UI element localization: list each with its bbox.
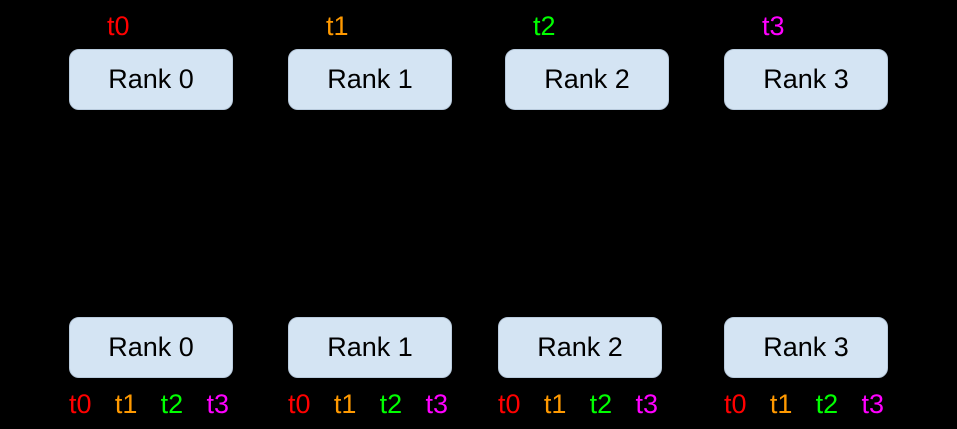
rank-box-label: Rank 2 [537, 332, 623, 362]
thread-label-t1: t1 [769, 389, 793, 419]
rank-box-bottom-1: Rank 1 [288, 317, 452, 378]
rank-box-top-0: Rank 0 [69, 49, 233, 110]
thread-label-t0: t0 [69, 389, 92, 419]
thread-label-t0: t0 [724, 389, 747, 419]
thread-label-t1: t1 [333, 389, 357, 419]
thread-label-t3: t3 [861, 389, 884, 419]
rank-box-bottom-2: Rank 2 [498, 317, 662, 378]
rank-box-label: Rank 2 [544, 64, 630, 94]
thread-row-rank0: t0 t1 t2 t3 [69, 391, 229, 418]
thread-label-t2: t2 [379, 389, 403, 419]
thread-label-t3: t3 [635, 389, 658, 419]
thread-label-t2: t2 [589, 389, 613, 419]
thread-label-t3: t3 [425, 389, 448, 419]
rank-box-label: Rank 0 [108, 64, 194, 94]
thread-label-t2: t2 [815, 389, 839, 419]
thread-label-t1: t1 [543, 389, 567, 419]
thread-label-t2-top: t2 [533, 11, 556, 41]
rank-box-top-3: Rank 3 [724, 49, 888, 110]
thread-label-t3-top: t3 [762, 11, 785, 41]
rank-box-label: Rank 3 [763, 64, 849, 94]
thread-label-t1-top: t1 [326, 11, 349, 41]
rank-box-bottom-0: Rank 0 [69, 317, 233, 378]
thread-label-t2: t2 [160, 389, 184, 419]
rank-box-label: Rank 1 [327, 332, 413, 362]
thread-row-rank3: t0 t1 t2 t3 [724, 391, 884, 418]
rank-box-label: Rank 0 [108, 332, 194, 362]
rank-box-bottom-3: Rank 3 [724, 317, 888, 378]
thread-label-t3: t3 [206, 389, 229, 419]
thread-label-t1: t1 [114, 389, 138, 419]
thread-label-t0: t0 [288, 389, 311, 419]
thread-row-rank2: t0 t1 t2 t3 [498, 391, 658, 418]
rank-box-label: Rank 1 [327, 64, 413, 94]
rank-box-label: Rank 3 [763, 332, 849, 362]
rank-box-top-1: Rank 1 [288, 49, 452, 110]
thread-row-rank1: t0 t1 t2 t3 [288, 391, 448, 418]
thread-label-t0: t0 [498, 389, 521, 419]
thread-label-t0-top: t0 [107, 11, 130, 41]
rank-box-top-2: Rank 2 [505, 49, 669, 110]
